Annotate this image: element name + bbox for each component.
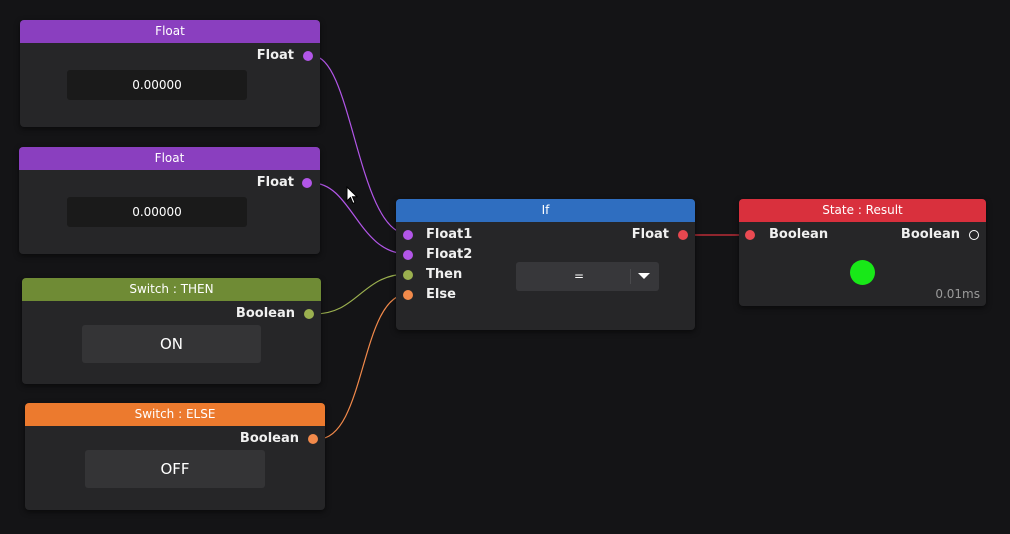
float-node-2[interactable]: Float Float 0.00000	[19, 147, 320, 254]
float-node-2-output-port[interactable]	[302, 178, 312, 188]
if-output-port[interactable]	[678, 230, 688, 240]
state-input-port[interactable]	[745, 230, 755, 240]
switch-then-title[interactable]: Switch : THEN	[22, 278, 321, 301]
if-input-label-then: Then	[426, 267, 463, 282]
switch-else-node[interactable]: Switch : ELSE Boolean OFF	[25, 403, 325, 510]
if-input-port-float2[interactable]	[403, 250, 413, 260]
switch-else-output-label: Boolean	[239, 431, 299, 446]
state-result-title[interactable]: State : Result	[739, 199, 986, 222]
if-input-port-then[interactable]	[403, 270, 413, 280]
switch-else-output-port[interactable]	[308, 434, 318, 444]
if-operator-value: =	[574, 269, 585, 283]
mouse-pointer-icon	[346, 186, 359, 205]
state-indicator-light	[850, 260, 875, 285]
float-node-1-title[interactable]: Float	[20, 20, 320, 43]
switch-then-toggle-button[interactable]: ON	[82, 325, 261, 363]
float-node-2-title[interactable]: Float	[19, 147, 320, 170]
float-node-1-value-field[interactable]: 0.00000	[67, 70, 247, 100]
if-output-label: Float	[631, 227, 669, 242]
state-output-label: Boolean	[900, 227, 960, 242]
if-input-label-float1: Float1	[426, 227, 473, 242]
if-operator-dropdown[interactable]: =	[516, 262, 659, 291]
wire-else-to-if	[317, 293, 409, 440]
switch-else-toggle-button[interactable]: OFF	[85, 450, 265, 488]
if-input-label-float2: Float2	[426, 247, 473, 262]
wire-float1-to-if	[312, 55, 409, 235]
switch-then-node[interactable]: Switch : THEN Boolean ON	[22, 278, 321, 384]
if-node-title[interactable]: If	[396, 199, 695, 222]
if-input-port-else[interactable]	[403, 290, 413, 300]
if-input-label-else: Else	[426, 287, 456, 302]
state-input-label: Boolean	[769, 227, 829, 242]
state-timing-label: 0.01ms	[935, 287, 980, 301]
float-node-2-value-field[interactable]: 0.00000	[67, 197, 247, 227]
float-node-2-output-label: Float	[256, 175, 294, 190]
state-result-node[interactable]: State : Result Boolean Boolean 0.01ms	[739, 199, 986, 306]
if-input-port-float1[interactable]	[403, 230, 413, 240]
switch-else-title[interactable]: Switch : ELSE	[25, 403, 325, 426]
state-output-port[interactable]	[969, 230, 979, 240]
dropdown-divider	[630, 269, 631, 284]
chevron-down-icon[interactable]	[638, 273, 650, 279]
wire-then-to-if	[313, 273, 409, 315]
float-node-1-output-port[interactable]	[303, 51, 313, 61]
wire-float2-to-if	[311, 182, 409, 255]
switch-then-output-label: Boolean	[235, 306, 295, 321]
float-node-1-output-label: Float	[256, 48, 294, 63]
if-node[interactable]: If Float1 Float2 Then Else Float =	[396, 199, 695, 330]
float-node-1[interactable]: Float Float 0.00000	[20, 20, 320, 127]
switch-then-output-port[interactable]	[304, 309, 314, 319]
